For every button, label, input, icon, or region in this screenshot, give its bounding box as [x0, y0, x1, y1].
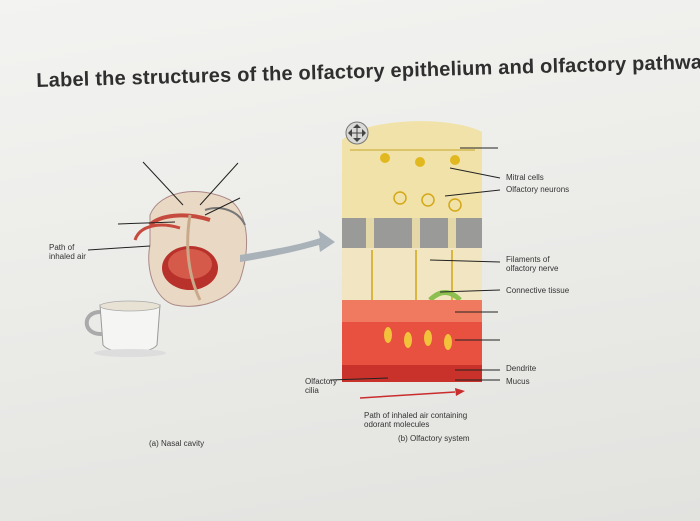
caption-nasal-cavity: (a) Nasal cavity: [149, 439, 205, 448]
label-connective-tissue: Connective tissue: [506, 286, 570, 295]
olfactory-epithelium-illustration: [329, 121, 501, 399]
label-olfactory-cilia: Olfactory cilia: [305, 377, 338, 395]
teacup-illustration: [84, 300, 166, 357]
label-mitral-cells: Mitral cells: [506, 173, 544, 182]
label-path-odorant: Path of inhaled air containing odorant m…: [364, 411, 468, 429]
caption-olfactory-system: (b) Olfactory system: [398, 434, 470, 443]
label-dendrite: Dendrite: [506, 364, 537, 373]
label-path-of-inhaled-air: Path of inhaled air: [49, 243, 86, 261]
move-icon[interactable]: [345, 121, 369, 145]
label-olfactory-neurons: Olfactory neurons: [506, 185, 570, 194]
arrow-to-epithelium: [240, 230, 335, 262]
label-filaments-of-olfactory-nerve: Filaments of olfactory nerve: [506, 255, 559, 273]
nasal-cavity-illustration: [87, 161, 248, 307]
label-mucus: Mucus: [506, 377, 530, 386]
